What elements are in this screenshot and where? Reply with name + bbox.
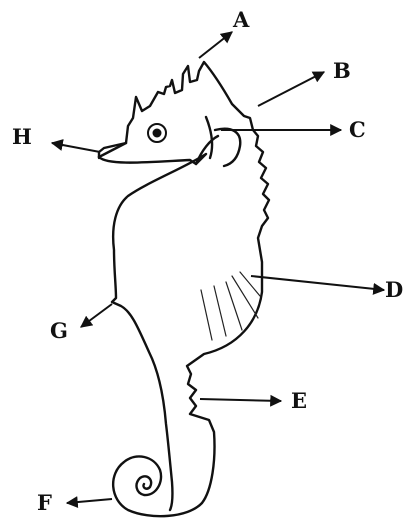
arrow-b xyxy=(258,72,324,106)
label-e: E xyxy=(291,388,307,413)
label-c: C xyxy=(349,117,366,142)
label-d: D xyxy=(385,277,403,302)
arrow-g xyxy=(81,304,112,327)
part-labels: A B C D E F G H xyxy=(12,7,403,515)
arrow-h xyxy=(52,143,100,152)
arrow-f xyxy=(67,499,112,503)
label-g: G xyxy=(50,318,68,343)
arrow-a xyxy=(199,32,232,58)
pointer-arrows xyxy=(52,32,384,503)
label-b: B xyxy=(333,58,351,83)
dorsal-fin-rays xyxy=(201,272,260,340)
arrow-d xyxy=(251,276,384,290)
seahorse-front-outline xyxy=(99,154,206,510)
label-a: A xyxy=(232,7,250,32)
label-f: F xyxy=(37,490,52,515)
label-h: H xyxy=(12,124,32,149)
arrow-e xyxy=(200,399,281,401)
seahorse-eye-pupil xyxy=(153,129,162,138)
